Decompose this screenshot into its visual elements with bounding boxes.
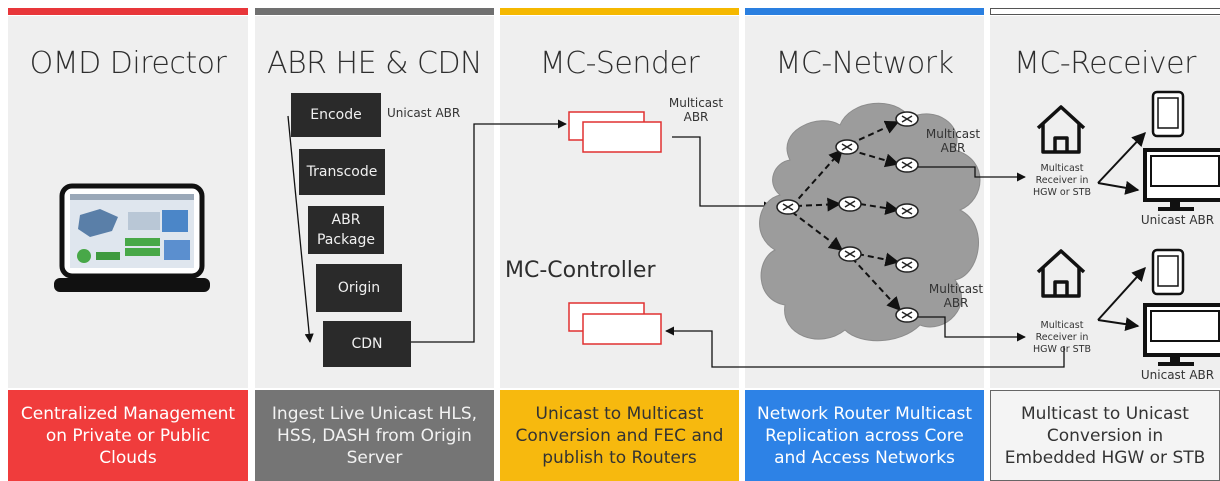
column-title-omd-director: OMD Director — [29, 46, 227, 81]
column-title-mc-sender: MC-Sender — [539, 46, 700, 81]
description-text: Ingest Live Unicast HLS, HSS, DASH from … — [271, 403, 478, 468]
monitor-icon — [1143, 303, 1220, 366]
mc-controller-title: MC-Controller — [505, 258, 656, 283]
unicast-abr-label-top: Unicast ABR — [1140, 213, 1215, 227]
description-text: Network Router Multicast Replication acr… — [757, 403, 972, 468]
sender-server-icon — [568, 111, 662, 153]
column-title-mc-network: MC-Network — [775, 46, 954, 81]
receiver-label-top: Multicast Receiver in HGW or STB — [1032, 163, 1091, 198]
controller-server-icon — [568, 302, 662, 345]
column-bar — [500, 8, 739, 15]
monitor-icon — [1143, 148, 1220, 211]
column-title-mc-receiver: MC-Receiver — [1014, 46, 1196, 81]
router-icon — [838, 246, 862, 262]
router-icon — [835, 139, 859, 155]
network-multicast-label-bottom: Multicast ABR — [928, 282, 984, 310]
column-description-mc-receiver: Multicast to Unicast Conversion in Embed… — [990, 390, 1220, 481]
pipeline-step-origin: Origin — [316, 264, 402, 312]
router-icon — [895, 203, 919, 219]
tablet-icon — [1151, 90, 1185, 138]
column-title-abr-he-cdn: ABR HE & CDN — [266, 46, 483, 81]
receiver-label-bottom: Multicast Receiver in HGW or STB — [1032, 320, 1091, 355]
router-icon — [895, 257, 919, 273]
pipeline-step-cdn: CDN — [323, 321, 411, 367]
description-text: Unicast to Multicast Conversion and FEC … — [515, 403, 724, 468]
column-description-abr-he-cdn: Ingest Live Unicast HLS, HSS, DASH from … — [255, 390, 494, 481]
column-bar — [255, 8, 494, 15]
sender-multicast-label: Multicast ABR — [668, 96, 724, 124]
router-icon — [895, 111, 919, 127]
router-nodes — [776, 111, 919, 323]
router-icon — [895, 307, 919, 323]
network-multicast-label-top: Multicast ABR — [925, 127, 981, 155]
column-bar — [8, 8, 248, 15]
house-icon — [1036, 105, 1086, 154]
column-bar — [990, 8, 1220, 15]
pipeline-step-transcode: Transcode — [299, 149, 385, 195]
column-bar — [745, 8, 984, 15]
pipeline-step-abr-package: ABR Package — [308, 206, 384, 254]
network-cloud-icon — [759, 102, 981, 342]
encode-unicast-label: Unicast ABR — [387, 106, 461, 120]
house-icon — [1036, 249, 1086, 298]
pipeline-step-encode: Encode — [291, 93, 381, 137]
column-description-mc-sender: Unicast to Multicast Conversion and FEC … — [500, 390, 739, 481]
router-icon — [776, 199, 800, 215]
router-icon — [895, 157, 919, 173]
description-text: Centralized Management on Private or Pub… — [20, 403, 236, 468]
router-icon — [838, 196, 862, 212]
column-description-mc-network: Network Router Multicast Replication acr… — [745, 390, 984, 481]
unicast-abr-label-bottom: Unicast ABR — [1140, 368, 1215, 382]
column-description-omd-director: Centralized Management on Private or Pub… — [8, 390, 248, 481]
description-text: Multicast to Unicast Conversion in Embed… — [1004, 403, 1206, 468]
laptop-icon — [54, 183, 210, 292]
tablet-icon — [1151, 248, 1185, 296]
